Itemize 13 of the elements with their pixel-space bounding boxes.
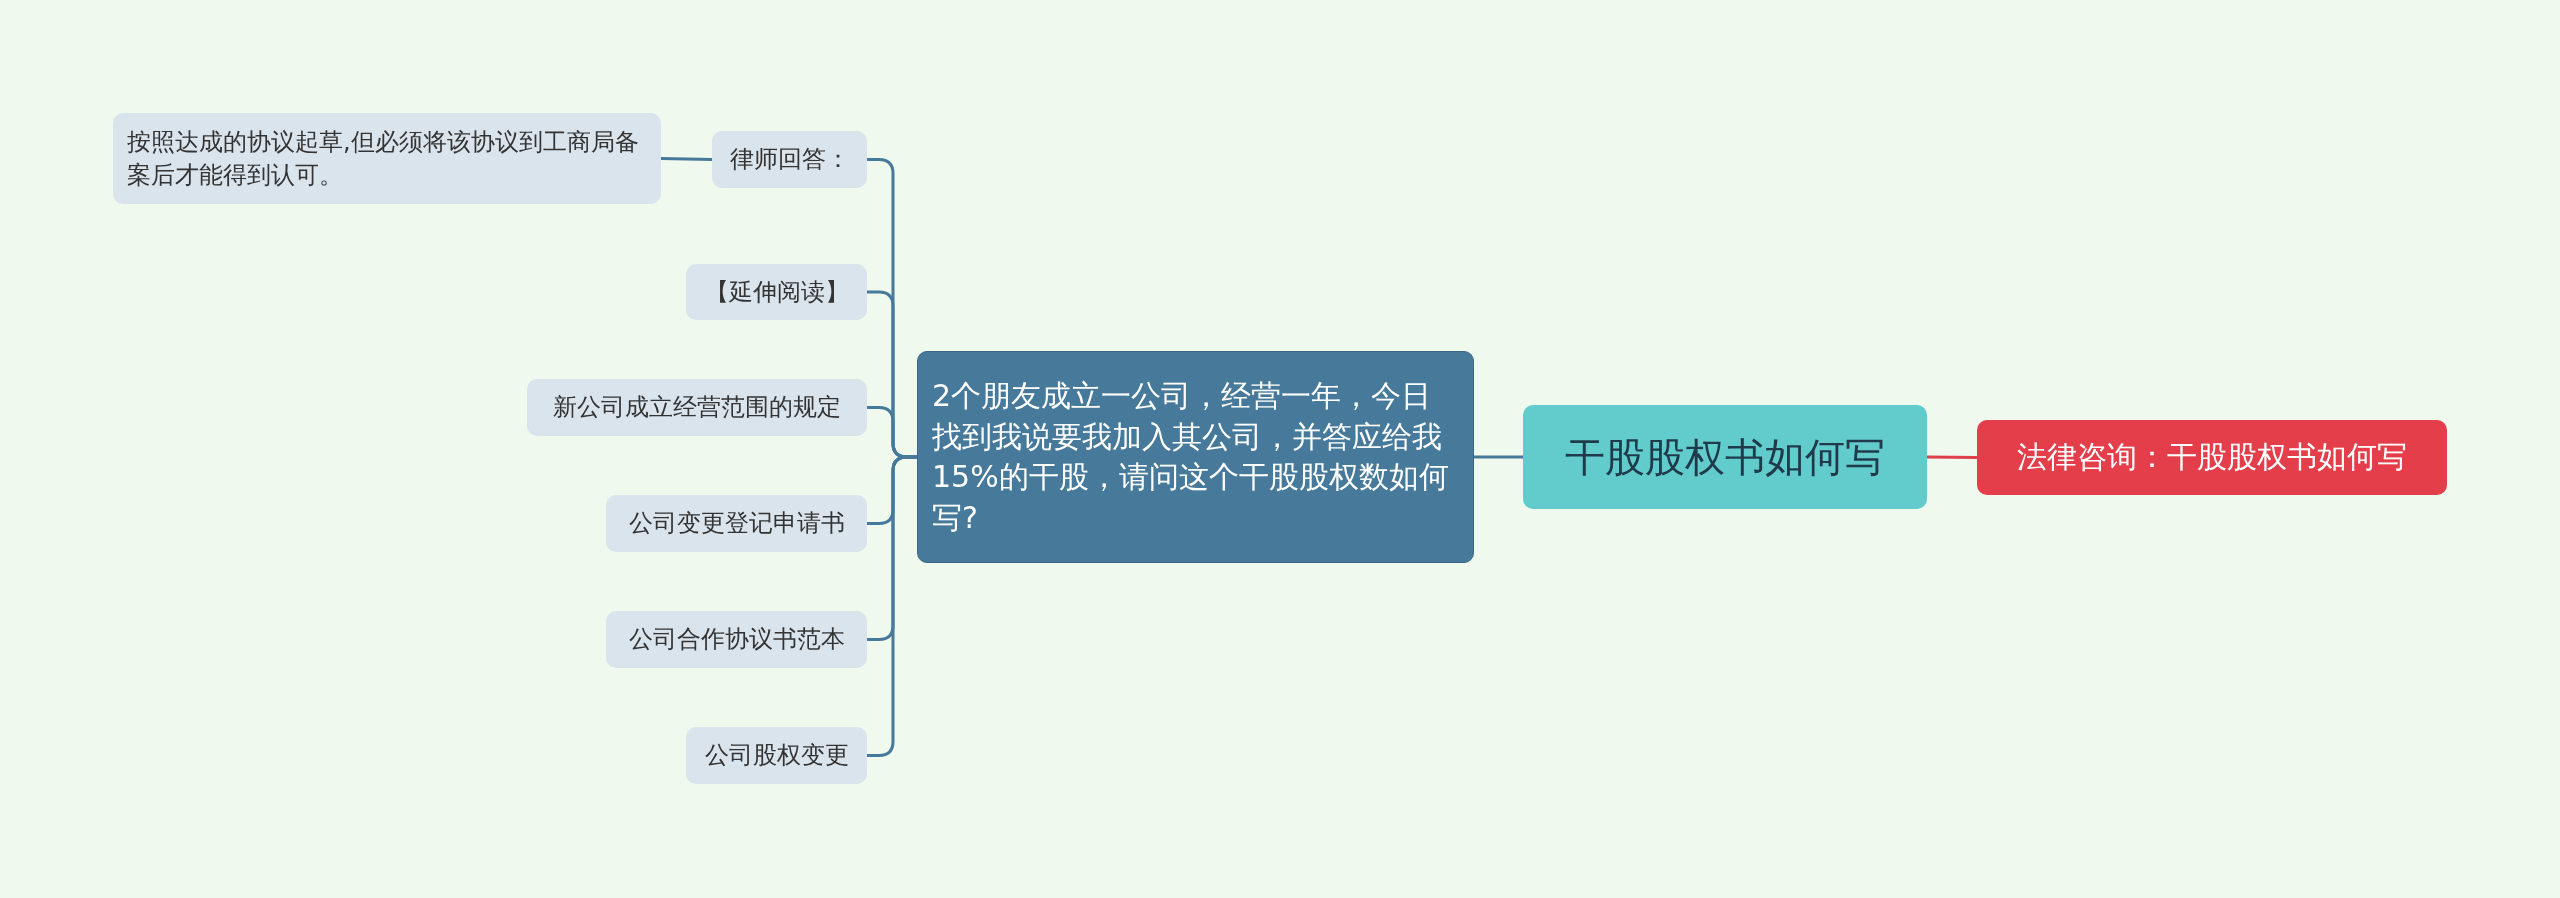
connector-line: [1474, 455, 1523, 459]
topic-box: 2个朋友成立一公司，经营一年，今日找到我说要我加入其公司，并答应给我15%的干股，请问这个干股股权数如何写?: [917, 351, 1474, 563]
topic-box: 干股股权书如何写: [1523, 405, 1927, 509]
topic-box: 律师回答：: [712, 131, 867, 188]
note-box: 按照达成的协议起草,但必须将该协议到工商局备案后才能得到认可。: [113, 113, 661, 204]
topic-box: 公司变更登记申请书: [606, 495, 867, 552]
topic-box: 新公司成立经营范围的规定: [527, 379, 867, 436]
topic-box: 法律咨询：干股股权书如何写: [1977, 420, 2447, 495]
topic-box: 公司合作协议书范本: [606, 611, 867, 668]
topic-box: 【延伸阅读】: [686, 264, 867, 320]
connector-line: [1927, 455, 1977, 459]
topic-box: 公司股权变更: [686, 727, 867, 784]
connector-line: [660, 157, 713, 161]
